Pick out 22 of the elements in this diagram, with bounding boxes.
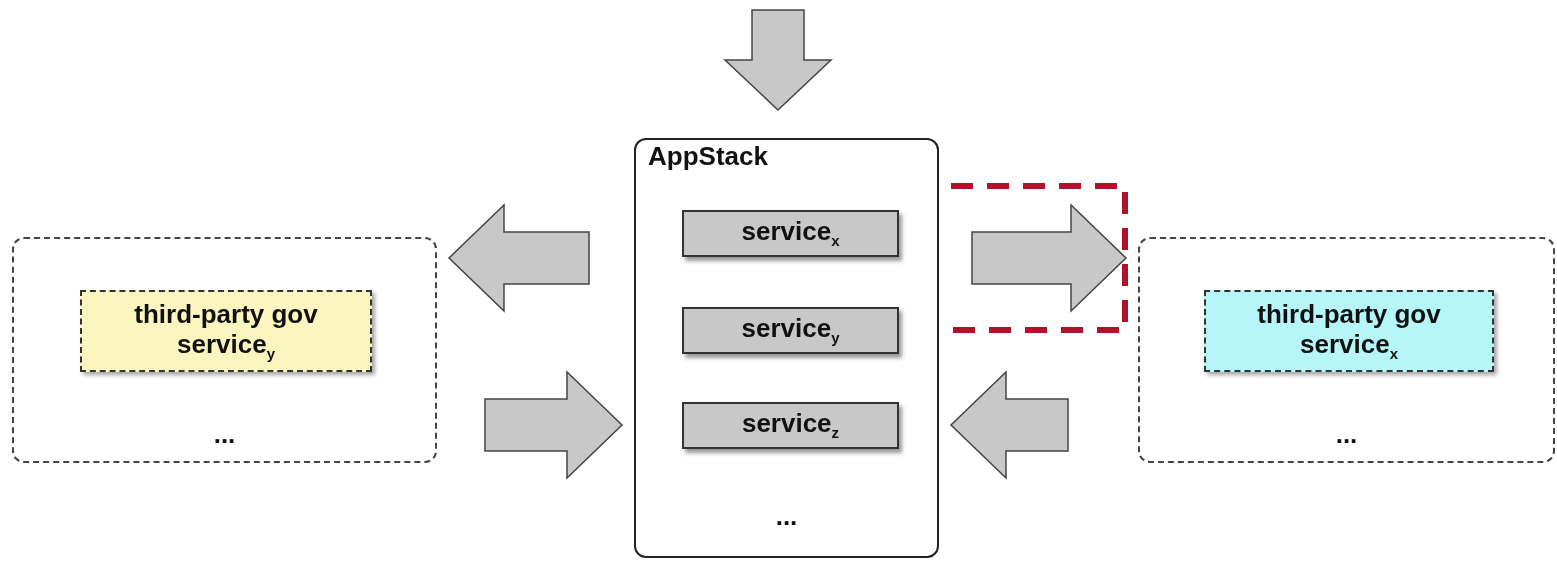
ellipsis: ...: [1334, 420, 1359, 450]
service-box: [1204, 290, 1494, 372]
service-label: third-party gov service$_{y}$: [133, 299, 319, 363]
service-box: [682, 307, 899, 354]
block-arrow: [447, 203, 590, 313]
dashed-group-box: [1138, 237, 1555, 463]
block-arrow: [949, 370, 1069, 480]
block-arrow: [484, 370, 624, 480]
service-label: service$_{y}$: [741, 314, 840, 347]
dashed-group-box: [12, 237, 437, 463]
block-arrow: [723, 9, 833, 112]
stack-box: [634, 138, 939, 558]
ellipsis: ...: [212, 420, 237, 450]
service-box: [682, 402, 899, 449]
ellipsis: ...: [774, 502, 799, 532]
block-arrow: [971, 203, 1128, 313]
service-box: [682, 210, 899, 257]
service-label: service$_{z}$: [741, 409, 840, 442]
service-label: third-party gov service$_{x}$: [1256, 299, 1442, 363]
service-label: service$_{x}$: [741, 217, 840, 250]
stack-title: AppStack: [648, 142, 768, 172]
service-box: [80, 290, 372, 372]
